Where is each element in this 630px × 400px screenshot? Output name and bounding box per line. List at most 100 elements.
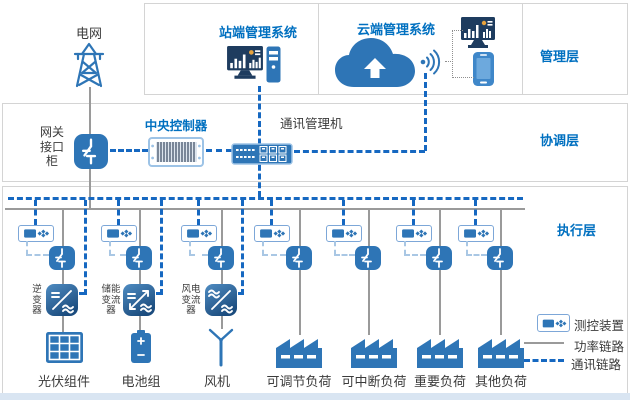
power-line (500, 209, 502, 335)
controller-label: 中央控制器 (144, 119, 208, 133)
device-label-interruptible-load: 可中断负荷 (341, 374, 407, 389)
signal-link (109, 254, 126, 256)
signal-link (262, 254, 286, 256)
storage-converter-label: 储能变流器 (101, 284, 121, 316)
power-line (221, 315, 223, 329)
wind-converter-label: 风电变流器 (181, 284, 201, 316)
comm-drop (270, 200, 273, 225)
legend-label-power-link: 功率链路 (574, 340, 625, 354)
circuit-breaker-icon (426, 246, 452, 270)
power-line (368, 209, 370, 335)
measure-control-device-icon (18, 225, 54, 242)
signal-link (262, 241, 264, 255)
power-line (62, 315, 64, 332)
layer-label-execution: 执行层 (557, 223, 597, 238)
comm-manager-label: 通讯管理机 (280, 117, 343, 131)
monitor-chart-icon (460, 16, 496, 57)
dotted-connector (445, 61, 453, 62)
power-bus-line (5, 208, 525, 210)
gateway-label: 网关 接口 柜 (39, 125, 64, 168)
signal-link (26, 241, 28, 255)
legend-label-comm-link: 通讯链路 (571, 358, 622, 372)
management-layer-box (522, 3, 628, 95)
inverter-label: 逆变器 (32, 284, 42, 316)
circuit-breaker-icon (286, 246, 312, 270)
device-label-wind: 风机 (203, 374, 230, 389)
comm-drop-converter (160, 200, 163, 295)
comm-drop (34, 200, 37, 225)
comm-stub (238, 292, 243, 295)
measure-control-device-icon (254, 225, 290, 242)
pc-tower-icon (266, 46, 281, 88)
measure-control-device-icon (396, 225, 432, 242)
signal-link (466, 254, 487, 256)
dotted-connector (452, 30, 463, 31)
wind-turbine-icon (203, 327, 239, 372)
comm-stub (79, 292, 86, 295)
signal-link (334, 254, 355, 256)
layer-label-management: 管理层 (540, 49, 580, 64)
legend-power-line-sample (524, 342, 564, 344)
factory-icon (415, 335, 465, 373)
signal-link (404, 254, 426, 256)
grid-label: 电网 (75, 26, 102, 41)
bidirectional-converter-icon (123, 284, 155, 316)
circuit-breaker-icon (487, 246, 513, 270)
smartphone-icon (472, 51, 495, 92)
dc-ac-inverter-icon (46, 284, 78, 316)
layer-label-coordination: 协调层 (540, 133, 580, 148)
comm-line-controller-switch (206, 149, 232, 152)
dotted-connector (452, 77, 474, 78)
transmission-tower-icon (69, 42, 109, 93)
measure-control-device-icon (181, 225, 217, 242)
wifi-signal-icon (416, 48, 444, 76)
cloud-upload-icon (333, 36, 417, 93)
comm-line-cloud-to-switch (294, 150, 425, 153)
cloud-system-title: 云端管理系统 (356, 22, 435, 37)
solar-panel-icon (45, 331, 84, 369)
signal-link (189, 241, 191, 255)
comm-line-cloud-down (424, 73, 427, 151)
comm-drop-converter (241, 200, 244, 295)
ac-ac-converter-icon (205, 284, 237, 316)
circuit-breaker-icon (355, 246, 381, 270)
circuit-breaker-icon (49, 246, 75, 270)
battery-icon (130, 330, 152, 369)
comm-drop-converter (84, 200, 87, 295)
device-label-other-load: 其他负荷 (474, 374, 527, 389)
legend-comm-line-sample (524, 359, 564, 362)
factory-icon (274, 335, 324, 373)
power-line (139, 315, 141, 331)
factory-icon (476, 335, 526, 373)
measure-control-device-icon (458, 225, 494, 242)
comm-stub (156, 292, 162, 295)
comm-trunk-line (8, 197, 523, 200)
signal-link (189, 254, 208, 256)
device-label-pv: 光伏组件 (37, 374, 90, 389)
signal-link (109, 241, 111, 255)
legend-measure-device-icon (537, 314, 570, 332)
station-system-title: 站端管理系统 (218, 25, 297, 40)
bottom-accent-strip (0, 393, 630, 400)
signal-link (404, 241, 406, 255)
circuit-breaker-icon (126, 246, 152, 270)
power-line (299, 209, 301, 335)
signal-link (334, 241, 336, 255)
device-label-adjustable-load: 可调节负荷 (266, 374, 332, 389)
measure-control-device-icon (101, 225, 137, 242)
network-switch-icon (231, 143, 293, 170)
power-line (439, 209, 441, 335)
comm-drop (474, 200, 477, 225)
dotted-connector (452, 30, 453, 78)
signal-link (26, 254, 49, 256)
legend-label-measure-device: 测控装置 (574, 319, 625, 333)
device-label-battery: 电池组 (121, 374, 161, 389)
comm-drop (412, 200, 415, 225)
factory-icon (349, 335, 399, 373)
comm-drop (197, 200, 200, 225)
signal-link (466, 241, 468, 255)
monitor-chart-icon (226, 44, 264, 89)
device-label-critical-load: 重要负荷 (413, 374, 466, 389)
comm-drop (342, 200, 345, 225)
